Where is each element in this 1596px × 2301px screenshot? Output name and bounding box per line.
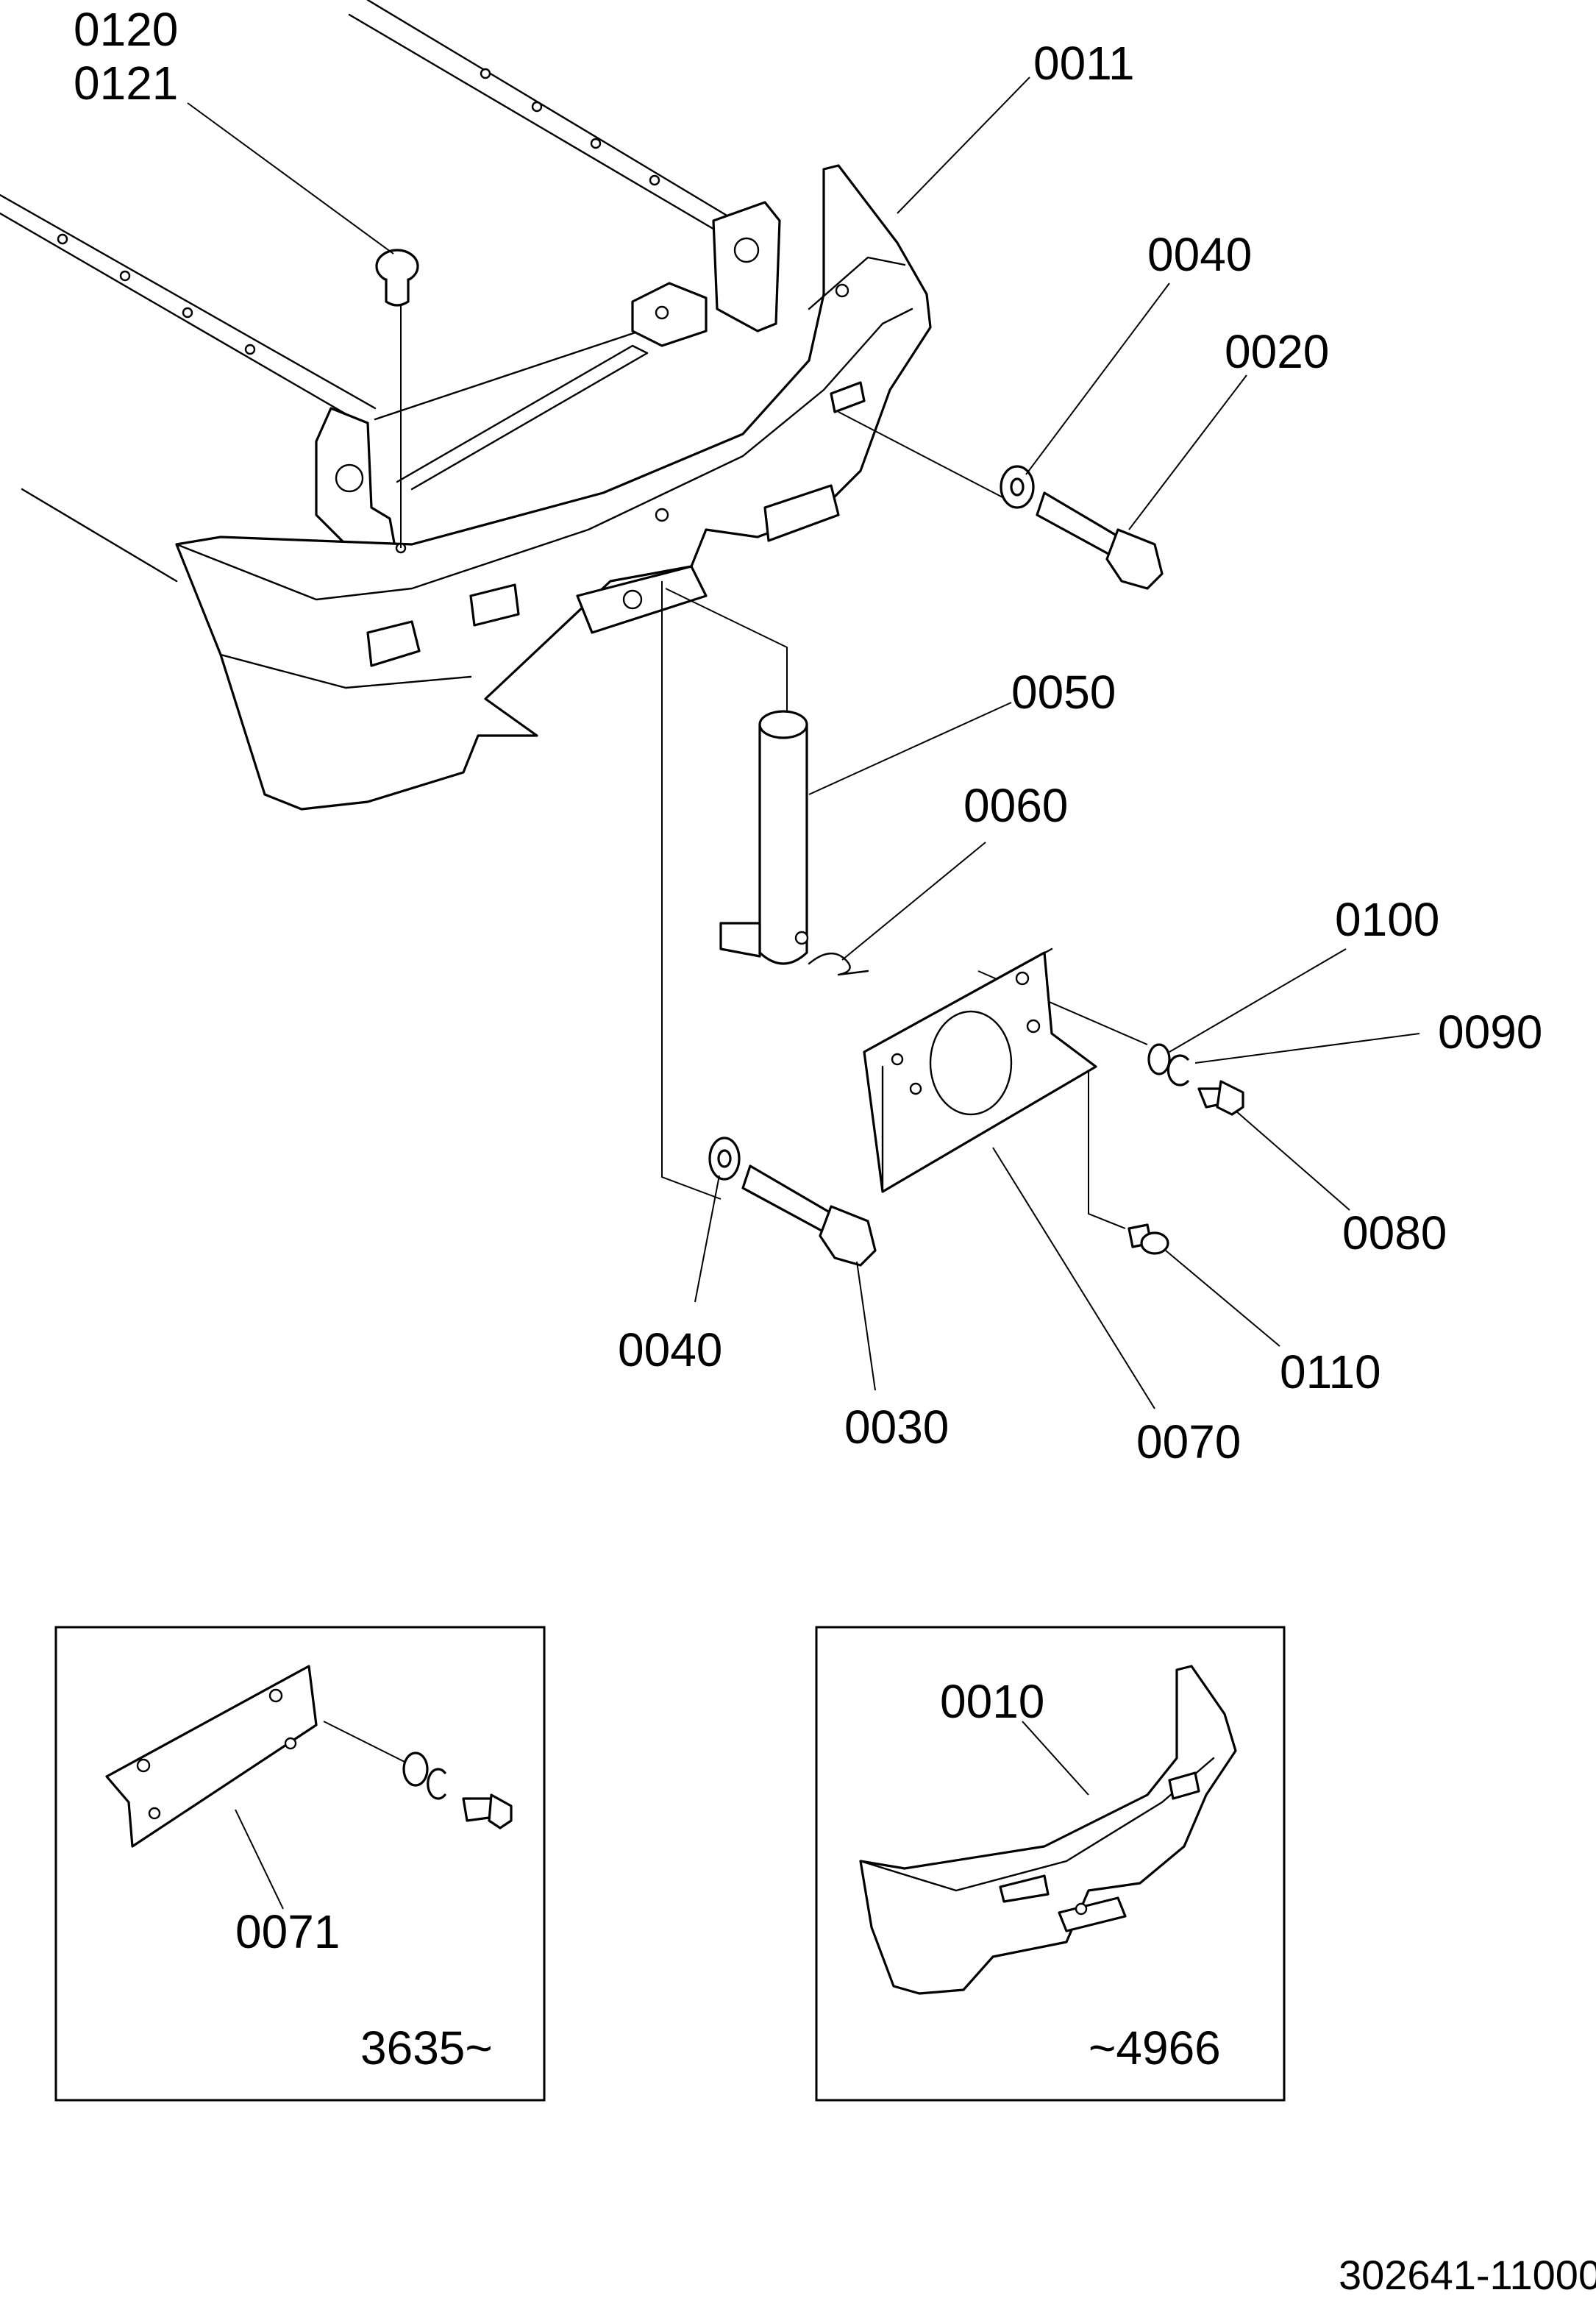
- callout-0040-upper: 0040: [1147, 228, 1252, 281]
- callout-0010: 0010: [940, 1675, 1044, 1728]
- inset-right: [815, 1626, 1286, 2102]
- callout-0030: 0030: [844, 1401, 949, 1454]
- bolt-0030: [708, 1137, 877, 1267]
- plug-0120: [375, 249, 419, 307]
- callout-0011: 0011: [1033, 37, 1135, 90]
- vehicle-frame: [0, 0, 781, 583]
- callout-0080: 0080: [1342, 1206, 1447, 1259]
- rear-bumper-0011: [175, 164, 932, 811]
- callout-0120: 0120: [74, 3, 178, 56]
- bracket-0070: [863, 947, 1097, 1193]
- callout-labels: 0120 0121 0011 0040 0020 0050 0060 0100 …: [74, 3, 1596, 2298]
- callout-0071: 0071: [235, 1905, 340, 1958]
- bolt-0080: [1147, 1043, 1244, 1116]
- callout-0110: 0110: [1280, 1345, 1381, 1398]
- callout-0121: 0121: [74, 57, 178, 110]
- callout-0040-lower: 0040: [618, 1323, 722, 1376]
- bolt-0020: [1000, 465, 1164, 590]
- callout-0050: 0050: [1011, 666, 1116, 719]
- pin-0050: [719, 710, 809, 965]
- inset-left: [54, 1626, 546, 2102]
- leader-lines: [187, 77, 1420, 1409]
- callout-0100: 0100: [1335, 893, 1439, 946]
- clip-0060: [808, 953, 869, 976]
- serial-range-to: ~4966: [1089, 2021, 1221, 2074]
- screw-0110: [1127, 1223, 1169, 1255]
- callout-0020: 0020: [1225, 325, 1329, 378]
- callout-0070: 0070: [1136, 1415, 1241, 1468]
- drawing-number: 302641-11000: [1339, 2252, 1596, 2298]
- callout-0060: 0060: [963, 779, 1068, 832]
- serial-range-from: 3635~: [360, 2021, 493, 2074]
- callout-0090: 0090: [1438, 1006, 1542, 1059]
